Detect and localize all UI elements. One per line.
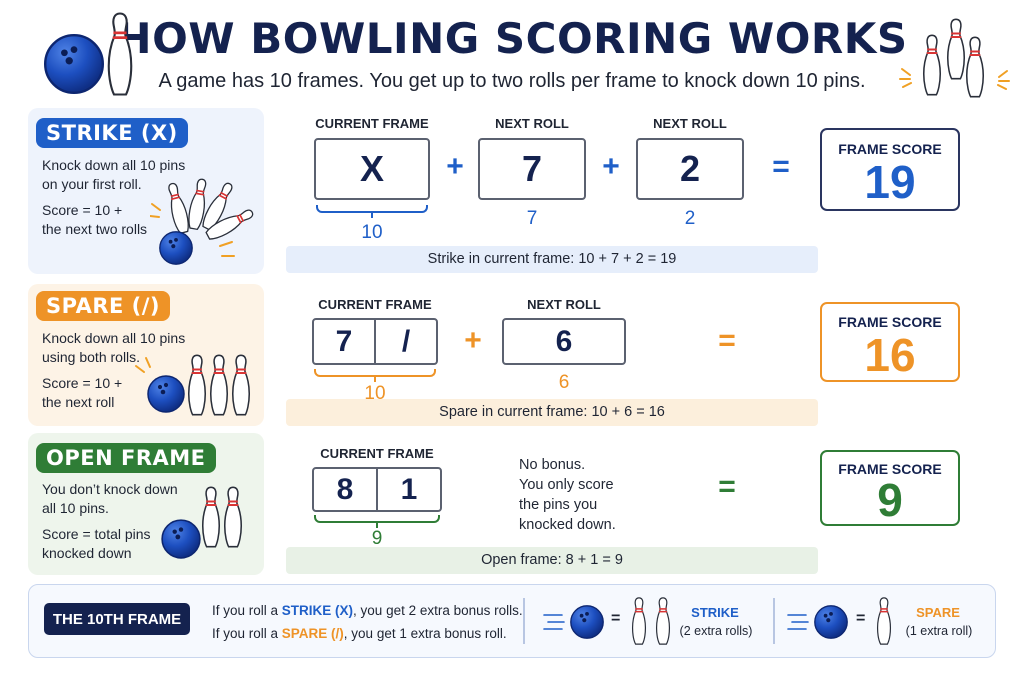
open-current-frame-header: CURRENT FRAME	[320, 446, 434, 461]
impact-lines-icon	[899, 68, 912, 88]
tenth-spare-rule: If you roll a SPARE (/), you get 1 extra…	[212, 626, 507, 641]
bowling-ball-icon	[42, 32, 106, 96]
spare-current-frame-box: 7 /	[312, 318, 438, 365]
strike-current-value: 10	[361, 222, 383, 243]
tenth-frame-label: THE 10TH FRAME	[44, 603, 190, 635]
frame-score-value: 16	[864, 329, 916, 381]
legend-strike-sub: (2 extra rolls)	[679, 624, 753, 638]
spare-frame-score: FRAME SCORE 16	[820, 302, 960, 382]
spare-next-roll-header: NEXT ROLL	[527, 297, 601, 312]
open-second-roll: 1	[376, 469, 440, 510]
strike-next-roll-header-2: NEXT ROLL	[653, 116, 727, 131]
plus-sign: +	[464, 324, 482, 357]
equals-sign: =	[718, 470, 736, 503]
spare-current-value: 10	[364, 383, 386, 404]
spare-next-roll-box: 6	[502, 318, 626, 365]
open-current-value: 9	[371, 528, 383, 549]
equals-sign: =	[718, 324, 736, 357]
equals-sign: =	[611, 610, 621, 627]
legend-strike-title: STRIKE	[691, 605, 739, 620]
spare-first-roll: 7	[335, 324, 353, 358]
strike-current-frame-box: X	[314, 138, 430, 200]
frame-score-label: FRAME SCORE	[838, 461, 942, 477]
strike-next-roll-value-1: 7	[526, 208, 538, 229]
open-frame-score: FRAME SCORE 9	[820, 450, 960, 526]
open-equation: Open frame: 8 + 1 = 9	[286, 547, 818, 574]
strike-next-roll-box-2: 2	[636, 138, 744, 200]
frame-score-value: 9	[877, 474, 903, 526]
open-brace-tick	[376, 522, 378, 528]
open-first-roll: 8	[336, 472, 354, 506]
strike-pins-scatter-icon	[150, 178, 257, 265]
spare-equation: Spare in current frame: 10 + 6 = 16	[286, 399, 818, 426]
strike-equation: Strike in current frame: 10 + 7 + 2 = 19	[286, 246, 818, 273]
open-frame-ball-pins-icon	[161, 486, 243, 559]
strike-brace-tick	[371, 212, 373, 218]
open-current-frame-box: 8 1	[312, 467, 442, 512]
divider	[523, 598, 525, 644]
open-no-bonus-note: No bonus. You only score the pins you kn…	[519, 457, 616, 533]
spare-brace-tick	[374, 376, 376, 382]
spare-description: Knock down all 10 pins using both rolls.…	[42, 330, 186, 410]
bowling-pins-icon	[922, 18, 985, 98]
strike-frame-score: FRAME SCORE 19	[820, 128, 960, 211]
strike-current-frame-header: CURRENT FRAME	[315, 116, 429, 131]
plus-sign: +	[602, 150, 620, 183]
bowling-pins-icon	[631, 597, 671, 645]
plus-sign: +	[446, 150, 464, 183]
spare-second-roll: /	[374, 320, 436, 363]
tenth-strike-rule: If you roll a STRIKE (X), you get 2 extr…	[212, 603, 523, 618]
divider	[773, 598, 775, 644]
legend-spare-sub: (1 extra roll)	[905, 624, 973, 638]
impact-lines-icon	[997, 70, 1010, 90]
page-title: HOW BOWLING SCORING WORKS	[116, 14, 908, 63]
legend-spare-title: SPARE	[916, 605, 960, 620]
strike-next-roll-box-1: 7	[478, 138, 586, 200]
open-frame-badge: OPEN FRAME	[36, 443, 216, 473]
equals-sign: =	[856, 610, 866, 627]
spare-next-roll-value: 6	[558, 372, 570, 393]
page-subtitle: A game has 10 frames. You get up to two …	[158, 70, 866, 92]
bowling-pin-icon	[104, 12, 136, 96]
frame-score-label: FRAME SCORE	[838, 141, 942, 157]
bowling-pin-icon	[876, 597, 892, 645]
strike-next-roll-value-2: 2	[684, 208, 696, 229]
strike-description: Knock down all 10 pins on your first rol…	[42, 157, 186, 237]
rolling-ball-icon	[543, 605, 604, 639]
frame-score-value: 19	[864, 156, 916, 208]
strike-badge: STRIKE (X)	[36, 118, 188, 148]
open-frame-description: You don’t knock down all 10 pins. Score …	[42, 481, 178, 561]
rolling-ball-icon	[787, 605, 848, 639]
equals-sign: =	[772, 150, 790, 183]
spare-ball-pins-icon	[135, 354, 251, 416]
spare-current-frame-header: CURRENT FRAME	[318, 297, 432, 312]
frame-score-label: FRAME SCORE	[838, 314, 942, 330]
spare-badge: SPARE (/)	[36, 291, 171, 321]
strike-next-roll-header-1: NEXT ROLL	[495, 116, 569, 131]
